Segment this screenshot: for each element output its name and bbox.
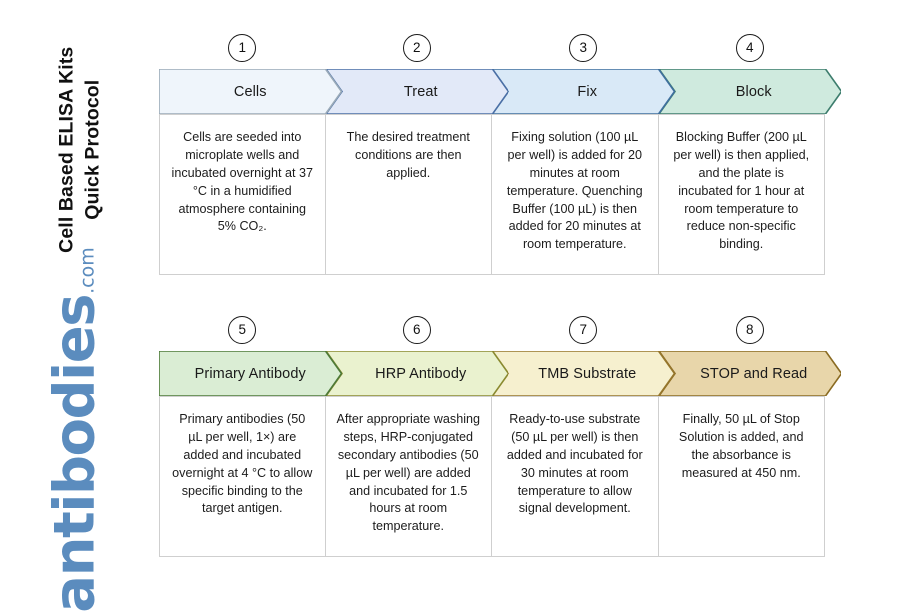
step-chevron-shape bbox=[159, 351, 342, 396]
step-description-text: Cells are seeded into microplate wells a… bbox=[171, 130, 313, 234]
step-number-badge-8: 8 bbox=[735, 316, 764, 344]
step-description-text: Finally, 50 µL of Stop Solution is added… bbox=[678, 412, 804, 480]
step-number-label: 5 bbox=[238, 322, 246, 338]
step-number-label: 7 bbox=[579, 322, 587, 338]
step-header-strip: Primary Antibody HRP Antibody TMB Substrat… bbox=[159, 351, 841, 396]
page-title-line-2: Quick Protocol bbox=[81, 79, 103, 221]
step-chevron-label: STOP and Read bbox=[700, 365, 808, 382]
step-description-cell-3: Fixing solution (100 µL per well) is add… bbox=[492, 114, 659, 275]
step-description-cell-7: Ready-to-use substrate (50 µL per well) … bbox=[492, 396, 659, 557]
step-number-badge-5: 5 bbox=[228, 316, 257, 344]
step-description-cell-4: Blocking Buffer (200 µL per well) is the… bbox=[658, 114, 825, 275]
brand-logo-word: antibodies bbox=[43, 294, 108, 613]
step-chevron-label: Fix bbox=[577, 83, 598, 100]
step-number-badge-7: 7 bbox=[569, 316, 598, 344]
step-chevron-label: Treat bbox=[403, 83, 438, 100]
step-chevron-label: HRP Antibody bbox=[375, 365, 467, 382]
step-number-strip: 1 2 3 4 bbox=[159, 34, 825, 66]
step-description-cell-1: Cells are seeded into microplate wells a… bbox=[159, 114, 326, 275]
step-chevron-8[interactable]: STOP and Read bbox=[658, 351, 841, 396]
step-chevron-shape bbox=[492, 351, 675, 396]
step-chevron-label: Block bbox=[735, 83, 772, 100]
step-number-label: 2 bbox=[412, 40, 421, 56]
step-chevron-3[interactable]: Fix bbox=[492, 69, 675, 114]
step-chevron-2[interactable]: Treat bbox=[325, 69, 508, 114]
step-number-badge-4: 4 bbox=[735, 34, 764, 62]
step-chevron-shape bbox=[658, 351, 841, 396]
step-chevron-label: TMB Substrate bbox=[538, 365, 637, 382]
step-chevron-4[interactable]: Block bbox=[658, 69, 841, 114]
step-description-cell-6: After appropriate washing steps, HRP-con… bbox=[325, 396, 492, 557]
step-number-label: 3 bbox=[579, 40, 587, 56]
step-chevron-6[interactable]: HRP Antibody bbox=[325, 351, 508, 396]
step-number-label: 1 bbox=[238, 40, 246, 56]
step-number-badge-6: 6 bbox=[402, 316, 431, 344]
step-description-text: Primary antibodies (50 µL per well, 1×) … bbox=[172, 412, 313, 516]
step-chevron-label: Cells bbox=[233, 83, 267, 100]
step-description-text: After appropriate washing steps, HRP-con… bbox=[336, 412, 481, 534]
brand-logo: antibodies .com bbox=[0, 247, 156, 612]
step-description-text: The desired treatment conditions are the… bbox=[346, 130, 470, 180]
step-number-label: 6 bbox=[412, 322, 421, 338]
step-chevron-7[interactable]: TMB Substrate bbox=[492, 351, 675, 396]
step-description-strip: Primary antibodies (50 µL per well, 1×) … bbox=[159, 396, 825, 557]
step-chevron-5[interactable]: Primary Antibody bbox=[159, 351, 342, 396]
step-header-strip: Cells Treat Fix Block bbox=[159, 69, 841, 114]
step-number-badge-1: 1 bbox=[228, 34, 257, 62]
step-description-strip: Cells are seeded into microplate wells a… bbox=[159, 114, 825, 275]
brand-logo-tld: .com bbox=[77, 247, 99, 294]
step-description-cell-8: Finally, 50 µL of Stop Solution is added… bbox=[658, 396, 825, 557]
page-title-line-1: Cell Based ELISA Kits bbox=[55, 46, 78, 254]
step-number-label: 4 bbox=[745, 40, 754, 56]
step-description-cell-2: The desired treatment conditions are the… bbox=[325, 114, 492, 275]
step-description-text: Blocking Buffer (200 µL per well) is the… bbox=[673, 130, 810, 252]
step-chevron-shape bbox=[159, 69, 342, 114]
step-chevron-shape bbox=[658, 69, 841, 114]
step-description-cell-5: Primary antibodies (50 µL per well, 1×) … bbox=[159, 396, 326, 557]
step-chevron-shape bbox=[325, 69, 508, 114]
step-number-badge-2: 2 bbox=[402, 34, 431, 62]
step-number-strip: 5 6 7 8 bbox=[159, 316, 825, 348]
step-chevron-shape bbox=[325, 351, 508, 396]
step-chevron-label: Primary Antibody bbox=[194, 365, 306, 382]
step-number-label: 8 bbox=[745, 322, 754, 338]
step-chevron-shape bbox=[492, 69, 675, 114]
step-description-text: Ready-to-use substrate (50 µL per well) … bbox=[506, 412, 643, 516]
step-description-text: Fixing solution (100 µL per well) is add… bbox=[506, 130, 643, 252]
step-chevron-1[interactable]: Cells bbox=[159, 69, 342, 114]
step-number-badge-3: 3 bbox=[569, 34, 598, 62]
